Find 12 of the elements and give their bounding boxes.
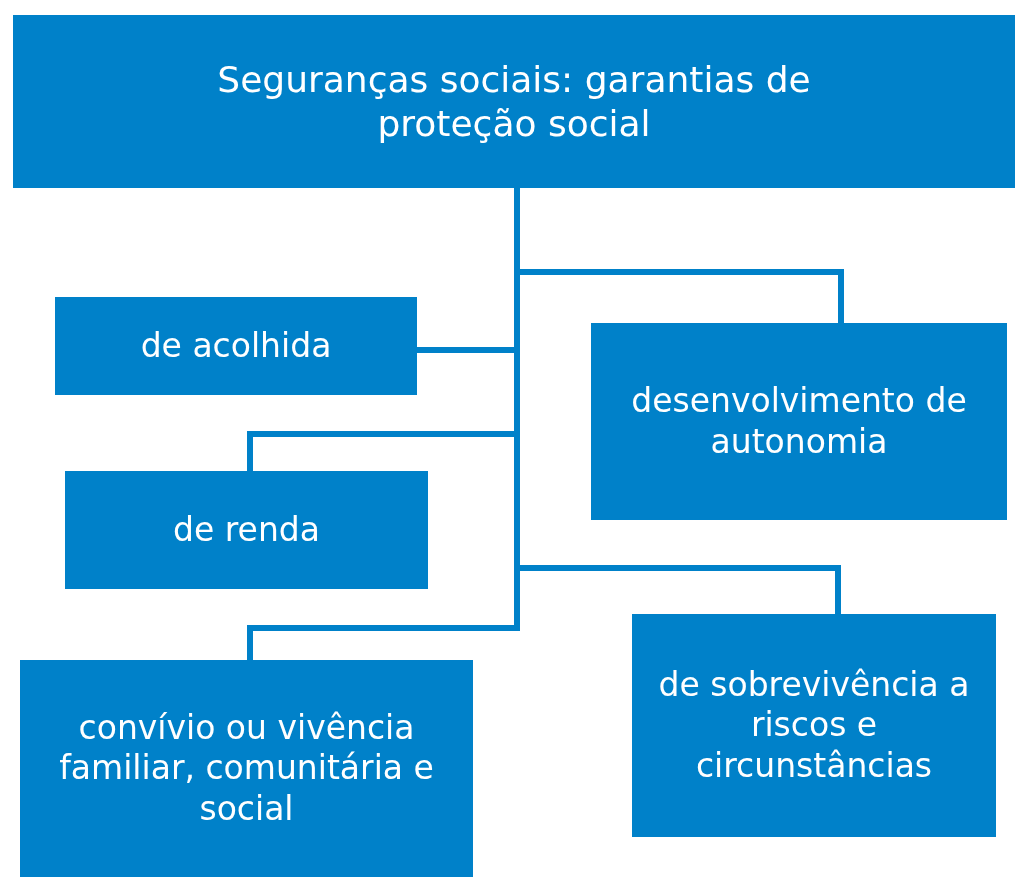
box-label: desenvolvimento de autonomia xyxy=(630,381,968,462)
box-label: de sobrevivência a riscos e circunstâncias xyxy=(657,665,971,786)
category-box xyxy=(55,297,417,395)
category-box xyxy=(591,323,1007,520)
box-label: de renda xyxy=(173,509,320,551)
category-box xyxy=(65,471,428,589)
box-label: Seguranças sociais: garantias de proteção social xyxy=(216,57,812,146)
title-box xyxy=(13,15,1015,188)
category-box xyxy=(632,614,996,837)
box-label: convívio ou vivência familiar, comunitária e social xyxy=(58,708,435,829)
category-box xyxy=(20,660,473,877)
box-label: de acolhida xyxy=(140,325,332,367)
